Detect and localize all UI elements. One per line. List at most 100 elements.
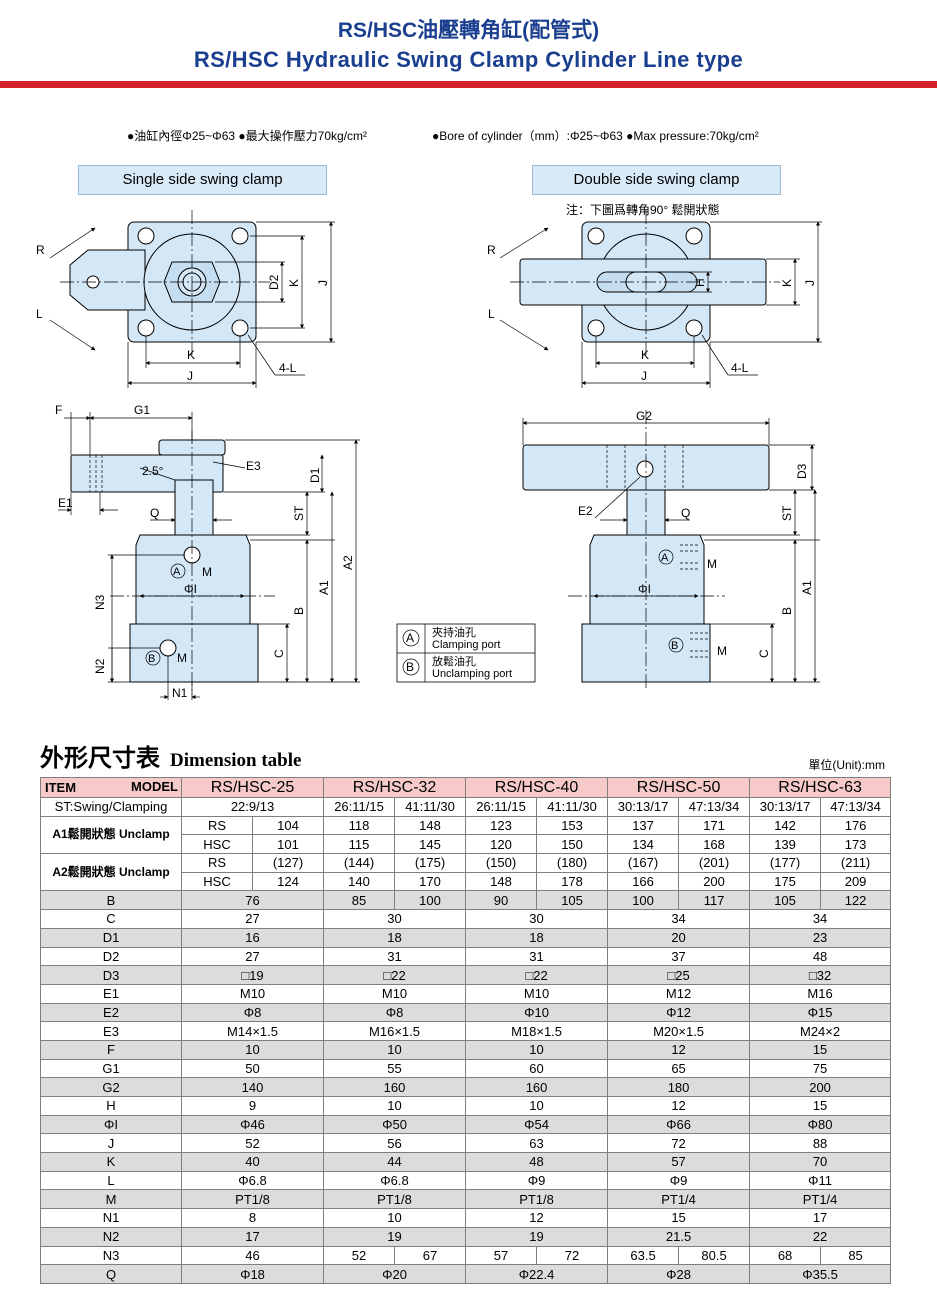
- table-cell: □32: [749, 965, 892, 985]
- table-cell: Φ18: [180, 1264, 325, 1284]
- model-header: RS/HSC-32: [323, 777, 467, 798]
- row-label: D3: [40, 965, 182, 985]
- table-cell: 41:11/30: [394, 797, 467, 817]
- label-e1: E1: [58, 496, 73, 510]
- table-cell: 173: [820, 834, 892, 855]
- table-cell: (177): [749, 853, 822, 873]
- legend-a-mark: A: [406, 631, 414, 645]
- table-cell: 30: [323, 909, 467, 929]
- table-cell: 26:11/15: [323, 797, 396, 817]
- table-cell: Φ66: [607, 1114, 751, 1135]
- table-row: D3□19□22□22□25□32: [40, 965, 892, 985]
- row-label: A1鬆開狀態 Unclamp: [40, 815, 182, 855]
- table-cell: 46: [180, 1245, 325, 1266]
- table-cell: 15: [607, 1208, 751, 1228]
- table-cell: 56: [323, 1133, 467, 1154]
- table-cell: 75: [749, 1058, 892, 1079]
- row-label: C: [40, 909, 182, 929]
- table-cell: 22:9/13: [180, 797, 325, 817]
- note: 注：下圖爲轉角90° 鬆開狀態: [566, 203, 720, 217]
- label-b2: B: [780, 607, 794, 615]
- table-cell: 12: [607, 1096, 751, 1116]
- label-g1: G1: [134, 403, 150, 417]
- table-cell: 124: [251, 871, 325, 892]
- table-cell: 8: [180, 1208, 325, 1228]
- table-cell: 100: [394, 890, 467, 911]
- table-cell: 23: [749, 927, 892, 948]
- label-4l2: 4-L: [731, 361, 749, 375]
- table-cell: 80.5: [678, 1245, 751, 1266]
- row-label: G2: [40, 1077, 182, 1097]
- table-cell: 76: [180, 890, 325, 911]
- table-cell: M12: [607, 983, 751, 1004]
- label-n3: N3: [93, 594, 107, 610]
- header: RS/HSC油壓轉角缸(配管式) RS/HSC Hydraulic Swing …: [0, 0, 937, 90]
- table-cell: 44: [323, 1152, 467, 1172]
- table-cell: 12: [607, 1039, 751, 1060]
- label-e2: E2: [578, 504, 593, 518]
- table-cell: Φ6.8: [180, 1170, 325, 1191]
- table-cell: 60: [465, 1058, 609, 1079]
- table-cell: 21.5: [607, 1226, 751, 1247]
- table-cell: 166: [607, 871, 680, 892]
- table-cell: 10: [465, 1096, 609, 1116]
- label-r2: R: [487, 243, 496, 257]
- table-cell: 63: [465, 1133, 609, 1154]
- spec-en: ●Bore of cylinder（mm）:Φ25~Φ63 ●Max press…: [432, 129, 759, 143]
- row-label: N2: [40, 1226, 182, 1247]
- legend-b-cn: 放鬆油孔: [432, 654, 476, 668]
- table-cell: 37: [607, 946, 751, 967]
- table-cell: 145: [394, 834, 467, 855]
- table-cell: 105: [536, 890, 609, 911]
- row-label: F: [40, 1039, 182, 1060]
- table-cell: 123: [465, 815, 538, 836]
- label-q: Q: [150, 506, 159, 520]
- table-cell: M10: [465, 983, 609, 1004]
- table-cell: 22: [749, 1226, 892, 1247]
- table-cell: 31: [465, 946, 609, 967]
- table-cell: 72: [536, 1245, 609, 1266]
- row-label: ST:Swing/Clamping: [40, 797, 182, 817]
- table-cell: Φ15: [749, 1002, 892, 1023]
- table-cell: 57: [465, 1245, 538, 1266]
- label-j2: J: [641, 369, 647, 383]
- table-cell: 137: [607, 815, 680, 836]
- table-cell: 178: [536, 871, 609, 892]
- table-cell: 180: [607, 1077, 751, 1097]
- table-cell: 30:13/17: [749, 797, 822, 817]
- row-label: ΦI: [40, 1114, 182, 1135]
- label-m1: M: [202, 565, 212, 579]
- label-j: J: [187, 369, 193, 383]
- table-cell: 27: [180, 946, 325, 967]
- table-cell: 140: [323, 871, 396, 892]
- table-cell: Φ35.5: [749, 1264, 892, 1284]
- label-g2: G2: [636, 409, 652, 423]
- table-cell: (211): [820, 853, 892, 873]
- table-cell: (167): [607, 853, 680, 873]
- port-b-mark: B: [148, 653, 155, 665]
- table-cell: 65: [607, 1058, 751, 1079]
- table-cell: (144): [323, 853, 396, 873]
- table-cell: Φ12: [607, 1002, 751, 1023]
- table-cell: 100: [607, 890, 680, 911]
- label-l2: L: [488, 307, 495, 321]
- table-cell: HSC: [181, 871, 253, 892]
- table-cell: 10: [323, 1039, 467, 1060]
- label-k-v2: K: [780, 279, 794, 287]
- table-cell: PT1/8: [323, 1189, 467, 1210]
- table-cell: 10: [465, 1039, 609, 1060]
- table-cell: 120: [465, 834, 538, 855]
- table-cell: 17: [749, 1208, 892, 1228]
- table-cell: RS: [181, 815, 253, 836]
- table-cell: 115: [323, 834, 396, 855]
- row-label: J: [40, 1133, 182, 1154]
- table-cell: 30: [465, 909, 609, 929]
- table-cell: 200: [678, 871, 751, 892]
